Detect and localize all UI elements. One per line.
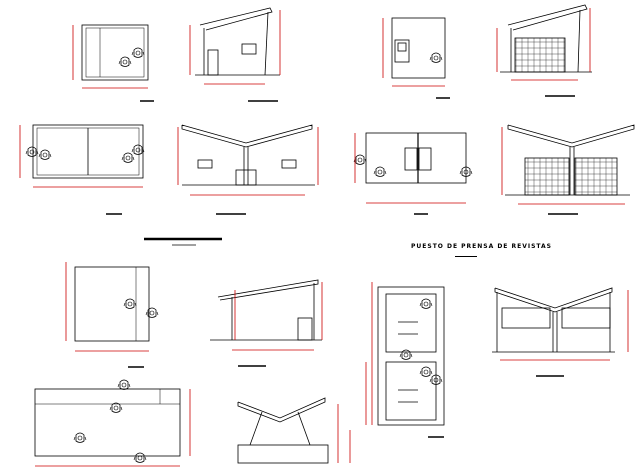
kiosk-3-plan — [19, 124, 145, 215]
kiosk-6-section — [492, 287, 629, 377]
kiosk-4-section — [501, 124, 635, 215]
kiosk-3-section — [177, 124, 319, 215]
kiosk-1-section — [189, 7, 281, 102]
sheet-title-underline — [455, 256, 477, 257]
kiosk-6-plan — [365, 282, 445, 438]
kiosk-2-section — [496, 4, 592, 97]
kiosk-4-plan — [353, 132, 473, 215]
kiosk-1-plan — [72, 24, 154, 102]
kiosk-5-section — [210, 279, 323, 367]
sheet-title: PUESTO DE PRENSA DE REVISTAS — [411, 243, 553, 250]
kiosk-7-section — [237, 397, 351, 464]
kiosk-5-plan — [65, 262, 159, 368]
section-divider — [144, 237, 222, 246]
kiosk-7-plan — [34, 379, 191, 467]
kiosk-2-plan — [382, 17, 450, 99]
